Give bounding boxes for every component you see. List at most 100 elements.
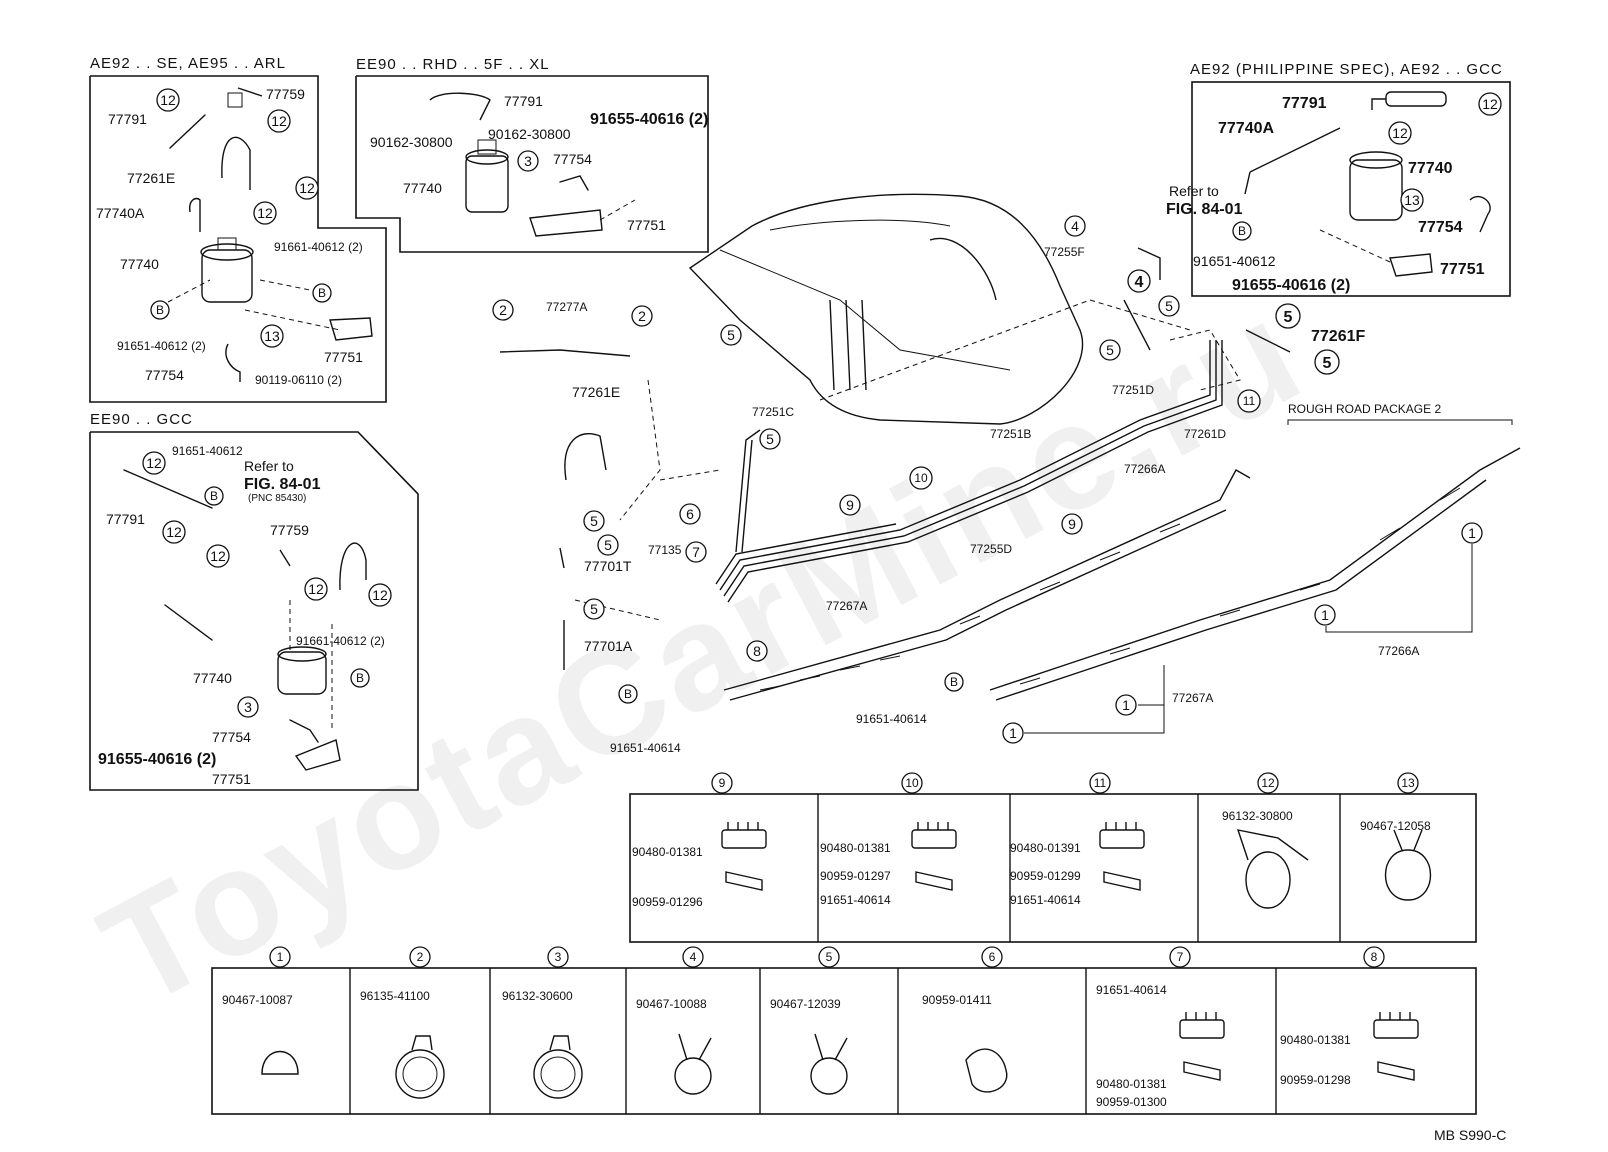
label-77266A-2: 77266A [1378, 644, 1419, 658]
callout-4: 4 [1127, 269, 1151, 293]
label-91655-b: 91655-40616 (2) [590, 111, 708, 128]
section-title-ae92-se: AE92 . . SE, AE95 . . ARL [90, 55, 286, 72]
clip-comb-icon [1179, 1012, 1225, 1081]
svg-text:5: 5 [1106, 342, 1114, 358]
label-77791-b: 77791 [504, 93, 543, 109]
callout-12: 12 [1388, 121, 1412, 145]
callout-3: 3 [517, 150, 539, 172]
clip-part-label: 90480-01381 [632, 845, 703, 859]
svg-text:3: 3 [555, 950, 562, 964]
svg-text:7: 7 [692, 544, 700, 560]
svg-text:6: 6 [989, 950, 996, 964]
svg-text:12: 12 [372, 587, 388, 603]
callout-13: 13 [1400, 188, 1424, 212]
callout-5: 5 [1099, 339, 1121, 361]
callout-5: 5 [583, 510, 605, 532]
callout-1: 1 [1314, 604, 1336, 626]
svg-text:B: B [950, 675, 958, 689]
clip-comb-icon [911, 822, 957, 891]
label-91661-d: 91661-40612 (2) [296, 634, 385, 648]
svg-text:B: B [624, 687, 632, 701]
clip-part-label: 91651-40614 [1010, 893, 1081, 907]
label-77740A-c: 77740A [1218, 120, 1274, 137]
label-77754-a: 77754 [145, 367, 184, 383]
svg-text:8: 8 [1371, 950, 1378, 964]
leader-77266A [1325, 544, 1473, 633]
clip-part-label: 90467-12058 [1360, 819, 1431, 833]
callout-5: 5 [1158, 295, 1180, 317]
section-box-ae92-se [89, 75, 387, 403]
svg-text:1: 1 [1468, 525, 1476, 541]
svg-text:8: 8 [753, 643, 761, 659]
svg-text:9: 9 [1068, 516, 1076, 532]
clip-part-label: 90467-10087 [222, 993, 293, 1007]
callout-5: 5 [1314, 349, 1340, 375]
label-77759-a: 77759 [266, 86, 305, 102]
section-box-ee90-rhd [355, 75, 709, 253]
clip-part-label: 90959-01296 [632, 895, 703, 909]
callout-B: B [350, 668, 370, 688]
clip-part-label: 90959-01300 [1096, 1095, 1167, 1109]
clip-part-label: 90467-12039 [770, 997, 841, 1011]
section-title-ee90-gcc: EE90 . . GCC [90, 411, 193, 428]
callout-5: 5 [597, 534, 619, 556]
label-77251C: 77251C [752, 405, 794, 419]
svg-text:12: 12 [257, 205, 273, 221]
svg-text:12: 12 [1482, 96, 1498, 112]
clip-cell-13: 13 90467-12058 [1360, 772, 1431, 901]
clips-top-cells: 990480-0138190959-012961090480-013819095… [632, 772, 1431, 909]
svg-text:10: 10 [905, 776, 919, 790]
clip-cell-5: 5 90467-12039 [770, 946, 848, 1095]
label-91655-d: 91655-40616 (2) [98, 751, 216, 768]
label-91661-a: 91661-40612 (2) [274, 240, 363, 254]
svg-text:10: 10 [914, 471, 928, 485]
label-91651-40614-m2: 91651-40614 [856, 712, 927, 726]
rail-77267A [723, 469, 1251, 701]
callout-3: 3 [237, 696, 259, 718]
label-77791-d: 77791 [106, 511, 145, 527]
svg-text:3: 3 [524, 153, 532, 169]
ee90-rhd-parts [429, 92, 636, 237]
callout-12: 12 [368, 583, 392, 607]
label-77261F: 77261F [1311, 328, 1365, 345]
clip-part-label: 90480-01381 [1280, 1033, 1351, 1047]
fig-ref-2: FIG. 84-01 [1166, 201, 1243, 218]
label-77751-d: 77751 [212, 771, 251, 787]
label-77791-a: 77791 [108, 111, 147, 127]
svg-text:3: 3 [244, 699, 252, 715]
label-77266A-1: 77266A [1124, 462, 1165, 476]
svg-text:12: 12 [1392, 125, 1408, 141]
refer-to-2: Refer to [1169, 183, 1219, 199]
callout-7: 7 [685, 541, 707, 563]
callout-B: B [150, 300, 170, 320]
clip-number-4: 4 [682, 946, 704, 968]
label-77701A: 77701A [584, 638, 633, 654]
svg-text:5: 5 [727, 327, 735, 343]
clip-number-13: 13 [1397, 772, 1419, 794]
label-77759-d: 77759 [270, 522, 309, 538]
section-title-rough-road: ROUGH ROAD PACKAGE 2 [1288, 402, 1441, 416]
callout-B: B [944, 672, 964, 692]
label-77740-c: 77740 [1408, 160, 1453, 177]
svg-text:B: B [318, 286, 326, 300]
svg-text:12: 12 [271, 113, 287, 129]
svg-text:5: 5 [1323, 355, 1332, 372]
callout-5: 5 [759, 428, 781, 450]
svg-text:5: 5 [826, 950, 833, 964]
clip-part-label: 90480-01391 [1010, 841, 1081, 855]
callout-12: 12 [304, 577, 328, 601]
section-title-ee90-rhd: EE90 . . RHD . . 5F . . XL [356, 56, 550, 73]
clip-number-8: 8 [1363, 946, 1385, 968]
clip-number-7: 7 [1169, 946, 1191, 968]
callout-13: 13 [260, 324, 284, 348]
clip-number-3: 3 [547, 946, 569, 968]
clip-number-2: 2 [409, 946, 431, 968]
clip-comb-icon [1373, 1012, 1419, 1081]
callout-B: B [618, 684, 638, 704]
refer-to-1: Refer to [244, 458, 294, 474]
clip-number-1: 1 [269, 946, 291, 968]
